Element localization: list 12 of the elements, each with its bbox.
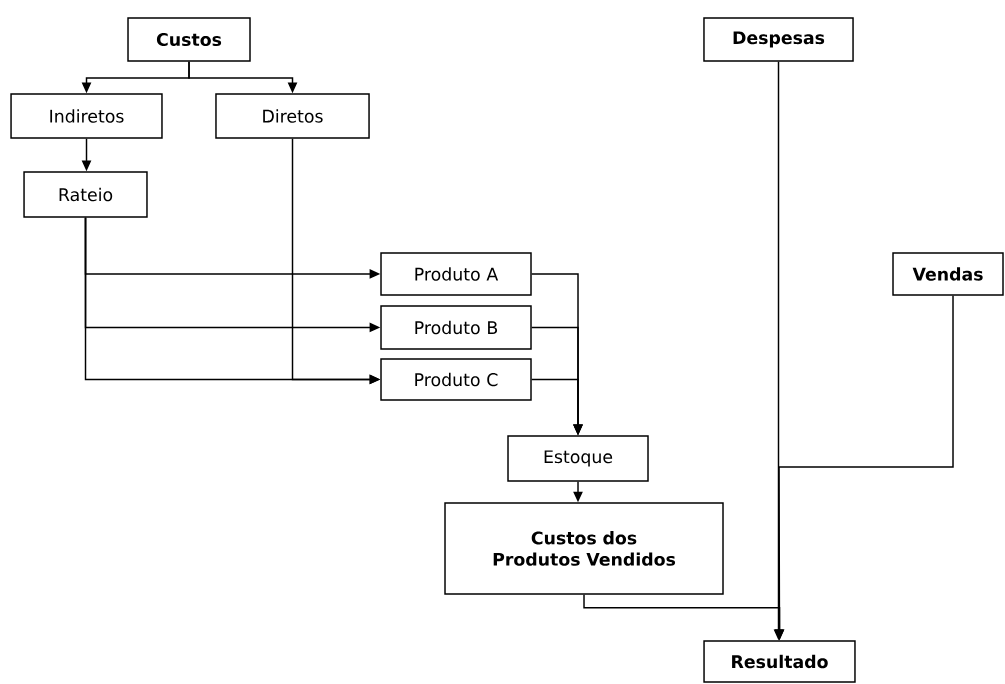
process-box: Despesas [703,17,854,62]
process-box: Custos dos Produtos Vendidos [444,502,724,595]
process-box: Custos [127,17,251,62]
process-box: Produto B [380,305,532,350]
process-box: Produto C [380,358,532,401]
process-box: Rateio [23,171,148,218]
process-box: Estoque [507,435,649,482]
process-box: Indiretos [10,93,163,139]
process-box: Produto A [380,252,532,296]
process-box: Resultado [703,640,856,683]
process-box: Diretos [215,93,370,139]
process-box: Vendas [892,252,1004,296]
